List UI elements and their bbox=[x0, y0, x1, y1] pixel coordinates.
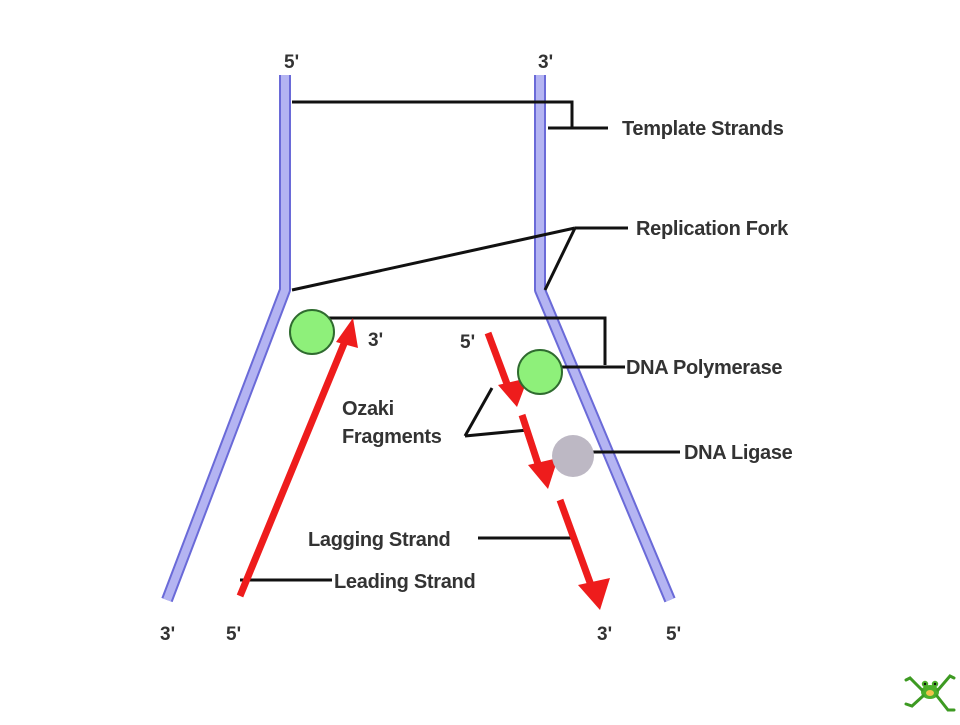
template-strand-right bbox=[534, 75, 676, 603]
template-strands-leader bbox=[292, 100, 574, 130]
ozaki-fragments-leader bbox=[463, 387, 494, 437]
dna-ligase-label: DNA Ligase bbox=[684, 442, 793, 464]
leading-strand-arrowhead bbox=[336, 318, 358, 348]
left-top-end-label: 5' bbox=[284, 52, 299, 73]
right-bottom-end-label: 5' bbox=[666, 624, 681, 645]
left-bottom-end-label: 3' bbox=[160, 624, 175, 645]
ozaki-label-line1: Ozaki bbox=[342, 398, 394, 420]
dna-ligase-circle bbox=[552, 435, 594, 477]
replication-fork-label: Replication Fork bbox=[636, 218, 789, 240]
frog-logo bbox=[904, 674, 956, 712]
leading-strand-arrow bbox=[236, 329, 352, 598]
ozaki-fragments-leader-2 bbox=[464, 428, 529, 438]
okazaki-fragments bbox=[484, 331, 610, 610]
okazaki-fragment-1 bbox=[484, 331, 514, 394]
lagging-bottom-end-label: 3' bbox=[597, 624, 612, 645]
okazaki-start-end-label: 5' bbox=[460, 332, 475, 353]
okazaki-fragment-2-head bbox=[528, 458, 558, 489]
leading-tip-end-label: 3' bbox=[368, 330, 383, 351]
template-strands-label: Template Strands bbox=[622, 118, 784, 140]
okazaki-fragment-3 bbox=[556, 498, 596, 590]
leading-strand-label: Leading Strand bbox=[334, 571, 475, 593]
okazaki-fragment-2 bbox=[518, 413, 544, 472]
lagging-strand-label: Lagging Strand bbox=[308, 529, 450, 551]
replication-fork-leader-right bbox=[543, 227, 577, 291]
dna-polymerase-bracket bbox=[312, 316, 607, 365]
template-strand-left bbox=[161, 75, 291, 603]
dna-polymerase-label: DNA Polymerase bbox=[626, 357, 782, 379]
leading-bottom-end-label: 5' bbox=[226, 624, 241, 645]
dna-polymerase-leading bbox=[289, 309, 335, 355]
replication-fork-leader-left bbox=[291, 226, 576, 292]
okazaki-fragment-1-head bbox=[498, 378, 528, 407]
ozaki-label-line2: Fragments bbox=[342, 426, 442, 448]
okazaki-fragment-3-head bbox=[578, 578, 610, 610]
dna-polymerase-lagging bbox=[517, 349, 563, 395]
right-top-end-label: 3' bbox=[538, 52, 553, 73]
